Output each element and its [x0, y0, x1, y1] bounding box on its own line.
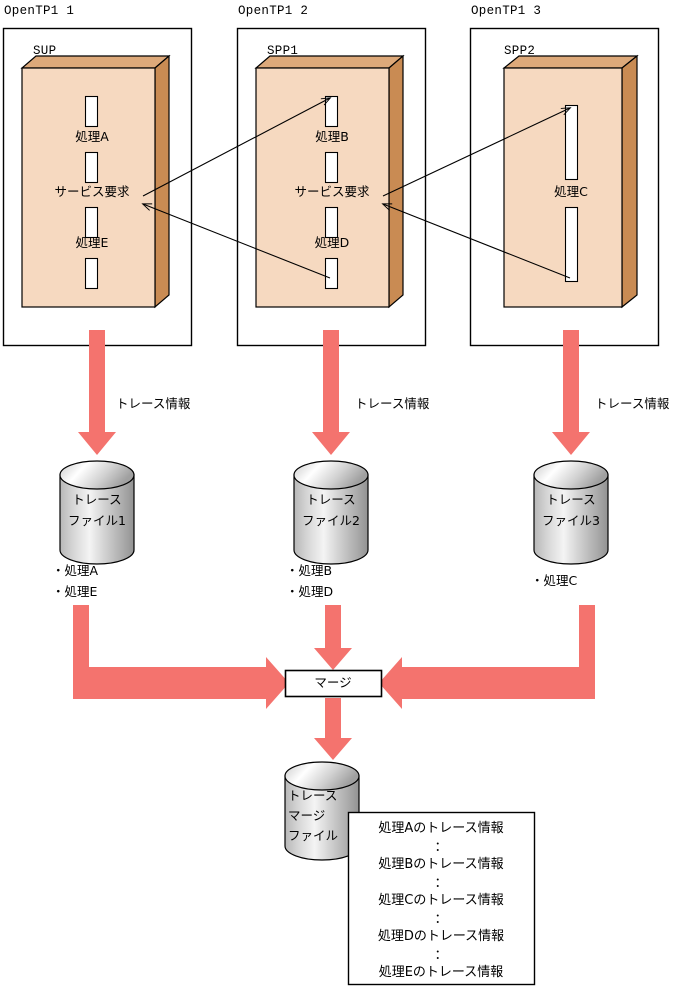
- process-label-spp1: SPP1: [267, 44, 299, 58]
- merge-detail-line-5: ：: [434, 912, 448, 927]
- trace-file-name-3-line1: トレース: [546, 492, 596, 507]
- merge-feed-arrow-left: [73, 605, 289, 709]
- merge-file-cylinder: [284, 761, 360, 861]
- trace-file-content-3-0: ・処理C: [531, 573, 578, 588]
- slot-label-sup-2: 処理E: [75, 235, 109, 250]
- trace-file-name-1-line2: ファイル1: [68, 513, 126, 528]
- merge-box-label: マージ: [314, 675, 352, 690]
- merge-detail-line-0: 処理Aのトレース情報: [378, 821, 504, 836]
- slot-label-spp1-1: サービス要求: [294, 184, 370, 199]
- slot-label-spp2-0: 処理C: [554, 184, 588, 199]
- merge-detail-line-7: ：: [434, 948, 448, 963]
- merge-detail-line-6: 処理Dのトレース情報: [377, 929, 505, 944]
- return-arrow-spp2-to-spp1: [381, 203, 571, 279]
- merge-detail-line-1: ：: [434, 840, 448, 855]
- trace-file-name-3-line2: ファイル3: [542, 513, 600, 528]
- process-label-spp2: SPP2: [504, 44, 536, 58]
- merge-detail-line-8: 処理Eのトレース情報: [378, 965, 504, 980]
- trace-file-name-1-line1: トレース: [72, 492, 122, 507]
- system-label-3: OpenTP1 3: [471, 4, 542, 18]
- process-label-sup: SUP: [33, 44, 57, 58]
- trace-arrow-label-3: トレース情報: [595, 396, 670, 411]
- system-label-2: OpenTP1 2: [238, 4, 309, 18]
- trace-file-content-1-0: ・処理A: [52, 563, 99, 578]
- merge-box: [284, 669, 383, 698]
- trace-file-content-1-1: ・処理E: [52, 584, 98, 599]
- merge-file-name-line2: マージ: [288, 808, 326, 823]
- trace-file-content-2-0: ・処理B: [286, 563, 333, 578]
- trace-file-name-2-line1: トレース: [306, 492, 356, 507]
- merge-detail-box: [347, 811, 536, 986]
- trace-arrow-3: [552, 330, 590, 455]
- trace-file-content-2-1: ・処理D: [286, 584, 334, 599]
- trace-arrow-label-1: トレース情報: [116, 396, 191, 411]
- slot-label-spp1-0: 処理B: [315, 129, 349, 144]
- process-box-spp1: [254, 54, 405, 309]
- process-box-spp2: [502, 54, 639, 309]
- slot-label-sup-1: サービス要求: [54, 184, 130, 199]
- return-arrow-spp1-to-sup: [141, 203, 331, 279]
- merge-output-arrow: [314, 698, 352, 760]
- trace-arrow-2: [312, 330, 350, 455]
- call-arrow-sup-to-spp1: [142, 97, 332, 197]
- merge-detail-line-3: ：: [434, 876, 448, 891]
- merge-file-name-line3: ファイル: [288, 828, 339, 843]
- slot-label-sup-0: 処理A: [75, 129, 109, 144]
- trace-file-cylinder-1: [59, 460, 135, 565]
- merge-file-name-line1: トレース: [288, 788, 338, 803]
- trace-file-cylinder-3: [533, 460, 609, 565]
- call-arrow-spp1-to-spp2: [382, 107, 572, 197]
- trace-arrow-1: [78, 330, 116, 455]
- trace-file-name-2-line2: ファイル2: [302, 513, 360, 528]
- trace-arrow-label-2: トレース情報: [355, 396, 430, 411]
- process-box-sup: [20, 54, 171, 309]
- merge-detail-line-4: 処理Cのトレース情報: [378, 893, 504, 908]
- system-label-1: OpenTP1 1: [4, 4, 75, 18]
- merge-detail-line-2: 処理Bのトレース情報: [378, 857, 504, 872]
- merge-feed-arrow-right: [379, 605, 595, 709]
- slot-label-spp1-2: 処理D: [314, 235, 350, 250]
- merge-feed-arrow-center: [314, 605, 352, 670]
- trace-file-cylinder-2: [293, 460, 369, 565]
